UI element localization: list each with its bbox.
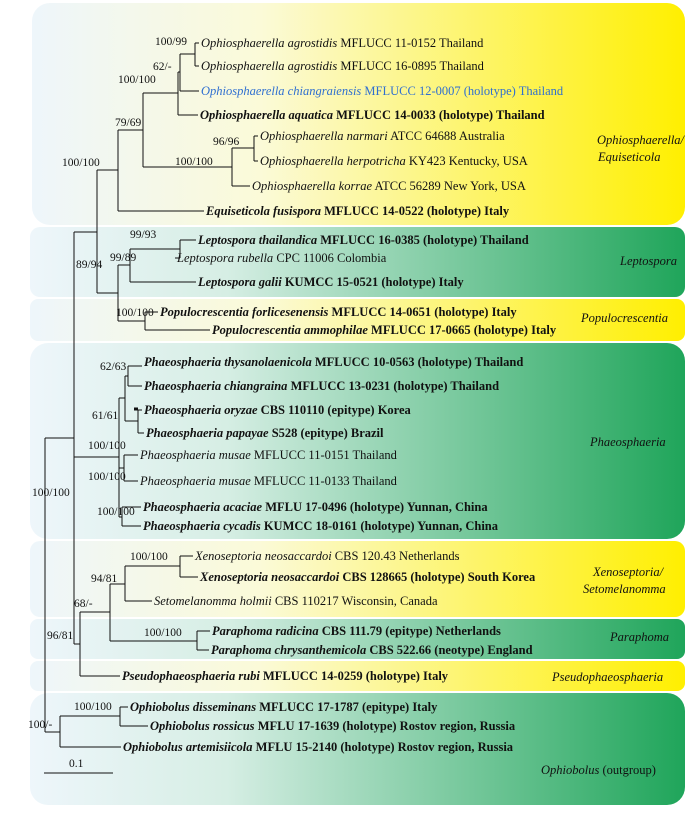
taxon-label: Ophiosphaerella herpotricha KY423 Kentuc… bbox=[260, 154, 528, 168]
scale-bar-label: 0.1 bbox=[69, 758, 84, 770]
band-pseudophaeosphaeria bbox=[30, 661, 685, 691]
group-label-xenoseptoria: Xenoseptoria/ bbox=[592, 565, 665, 579]
support-value: 100/100 bbox=[116, 307, 154, 319]
taxon-label: Ophiosphaerella chiangraiensis MFLUCC 12… bbox=[201, 84, 564, 98]
support-value: 68/- bbox=[74, 598, 93, 610]
taxon-label: Ophiobolus rossicus MFLU 17-1639 (holoty… bbox=[150, 719, 516, 733]
taxon-label: Ophiosphaerella aquatica MFLUCC 14-0033 … bbox=[200, 108, 545, 122]
taxon-label: Paraphoma chrysanthemicola CBS 522.66 (n… bbox=[211, 643, 533, 657]
support-value: 100/100 bbox=[32, 487, 70, 499]
group-label-ophiosphaerella: Ophiosphaerella/ bbox=[597, 133, 686, 147]
support-value: 100/100 bbox=[175, 156, 213, 168]
taxon-label: Phaeosphaeria chiangraina MFLUCC 13-0231… bbox=[144, 379, 499, 393]
taxon-label: Phaeosphaeria oryzae CBS 110110 (epitype… bbox=[144, 403, 412, 417]
taxon-label: Phaeosphaeria thysanolaenicola MFLUCC 10… bbox=[144, 355, 523, 369]
taxon-label: Ophiobolus disseminans MFLUCC 17-1787 (e… bbox=[130, 700, 438, 714]
taxon-label: Ophiosphaerella agrostidis MFLUCC 11-015… bbox=[201, 36, 484, 50]
support-value: 94/81 bbox=[91, 573, 117, 585]
support-value: 100/100 bbox=[74, 701, 112, 713]
group-label-populocrescentia: Populocrescentia bbox=[580, 311, 668, 325]
support-values: 100/99 62/- 100/100 79/69 96/96 100/100 … bbox=[28, 36, 239, 770]
taxon-labels: Ophiosphaerella agrostidis MFLUCC 11-015… bbox=[122, 36, 564, 754]
taxon-label: Pseudophaeosphaeria rubi MFLUCC 14-0259 … bbox=[122, 669, 449, 683]
group-labels: Ophiosphaerella/ Equiseticola Leptospora… bbox=[541, 133, 686, 777]
support-value: 100/99 bbox=[155, 36, 187, 48]
support-value: 100/100 bbox=[88, 440, 126, 452]
taxon-label: Xenoseptoria neosaccardoi CBS 120.43 Net… bbox=[194, 549, 460, 563]
band-xenoseptoria bbox=[30, 541, 685, 617]
band-ophiobolus bbox=[30, 693, 685, 805]
taxon-label: Ophiobolus artemisiicola MFLU 15-2140 (h… bbox=[123, 740, 514, 754]
support-value: 99/93 bbox=[130, 229, 156, 241]
support-value: 79/69 bbox=[115, 117, 141, 129]
taxon-label: Populocrescentia ammophilae MFLUCC 17-06… bbox=[212, 323, 557, 337]
support-value: 100/100 bbox=[97, 506, 135, 518]
band-paraphoma bbox=[30, 619, 685, 659]
group-label-ophiobolus: Ophiobolus (outgroup) bbox=[541, 763, 656, 777]
support-value: 61/61 bbox=[92, 410, 118, 422]
support-value: 99/89 bbox=[110, 252, 136, 264]
group-label-leptospora: Leptospora bbox=[619, 254, 677, 268]
taxon-label: Ophiosphaerella agrostidis MFLUCC 16-089… bbox=[201, 59, 485, 73]
taxon-label: Phaeosphaeria acaciae MFLU 17-0496 (holo… bbox=[143, 500, 488, 514]
support-value: 62/- bbox=[153, 61, 172, 73]
taxon-label: Phaeosphaeria musae MFLUCC 11-0151 Thail… bbox=[139, 448, 398, 462]
taxon-label: Leptospora galii KUMCC 15-0521 (holotype… bbox=[197, 275, 464, 289]
support-value: 100/100 bbox=[130, 551, 168, 563]
support-value: 100/- bbox=[28, 719, 52, 731]
taxon-label: Leptospora rubella CPC 11006 Colombia bbox=[176, 251, 387, 265]
tree-branches bbox=[44, 42, 258, 774]
taxon-label: Leptospora thailandica MFLUCC 16-0385 (h… bbox=[197, 233, 529, 247]
clade-bands bbox=[30, 3, 685, 805]
band-phaeosphaeria bbox=[30, 343, 685, 539]
support-value: 100/100 bbox=[144, 627, 182, 639]
support-value: 96/96 bbox=[213, 136, 239, 148]
taxon-label: Populocrescentia forlicesenensis MFLUCC … bbox=[160, 305, 517, 319]
support-value: 100/100 bbox=[118, 74, 156, 86]
taxon-label: Setomelanomma holmii CBS 110217 Wisconsi… bbox=[154, 594, 438, 608]
taxon-label: Paraphoma radicina CBS 111.79 (epitype) … bbox=[212, 624, 501, 638]
support-value: 100/100 bbox=[88, 471, 126, 483]
support-value: 62/63 bbox=[100, 361, 126, 373]
taxon-label: Xenoseptoria neosaccardoi CBS 128665 (ho… bbox=[199, 570, 536, 584]
taxon-label: Phaeosphaeria musae MFLUCC 11-0133 Thail… bbox=[139, 474, 398, 488]
support-value: 89/94 bbox=[76, 259, 102, 271]
support-value: 96/81 bbox=[47, 630, 73, 642]
taxon-label: Phaeosphaeria cycadis KUMCC 18-0161 (hol… bbox=[143, 519, 499, 533]
taxon-label: Ophiosphaerella korrae ATCC 56289 New Yo… bbox=[252, 179, 526, 193]
group-label-pseudophaeosphaeria: Pseudophaeosphaeria bbox=[551, 670, 663, 684]
taxon-label: Equiseticola fusispora MFLUCC 14-0522 (h… bbox=[205, 204, 510, 218]
support-value: 100/100 bbox=[62, 157, 100, 169]
taxon-label: Ophiosphaerella narmari ATCC 64688 Austr… bbox=[260, 129, 505, 143]
group-label-equiseticola: Equiseticola bbox=[597, 150, 661, 164]
group-label-setomelanomma: Setomelanomma bbox=[583, 582, 666, 596]
taxon-label: Phaeosphaeria papayae S528 (epitype) Bra… bbox=[146, 426, 384, 440]
band-leptospora bbox=[30, 227, 685, 297]
group-label-paraphoma: Paraphoma bbox=[609, 630, 669, 644]
group-label-phaeosphaeria: Phaeosphaeria bbox=[589, 435, 666, 449]
